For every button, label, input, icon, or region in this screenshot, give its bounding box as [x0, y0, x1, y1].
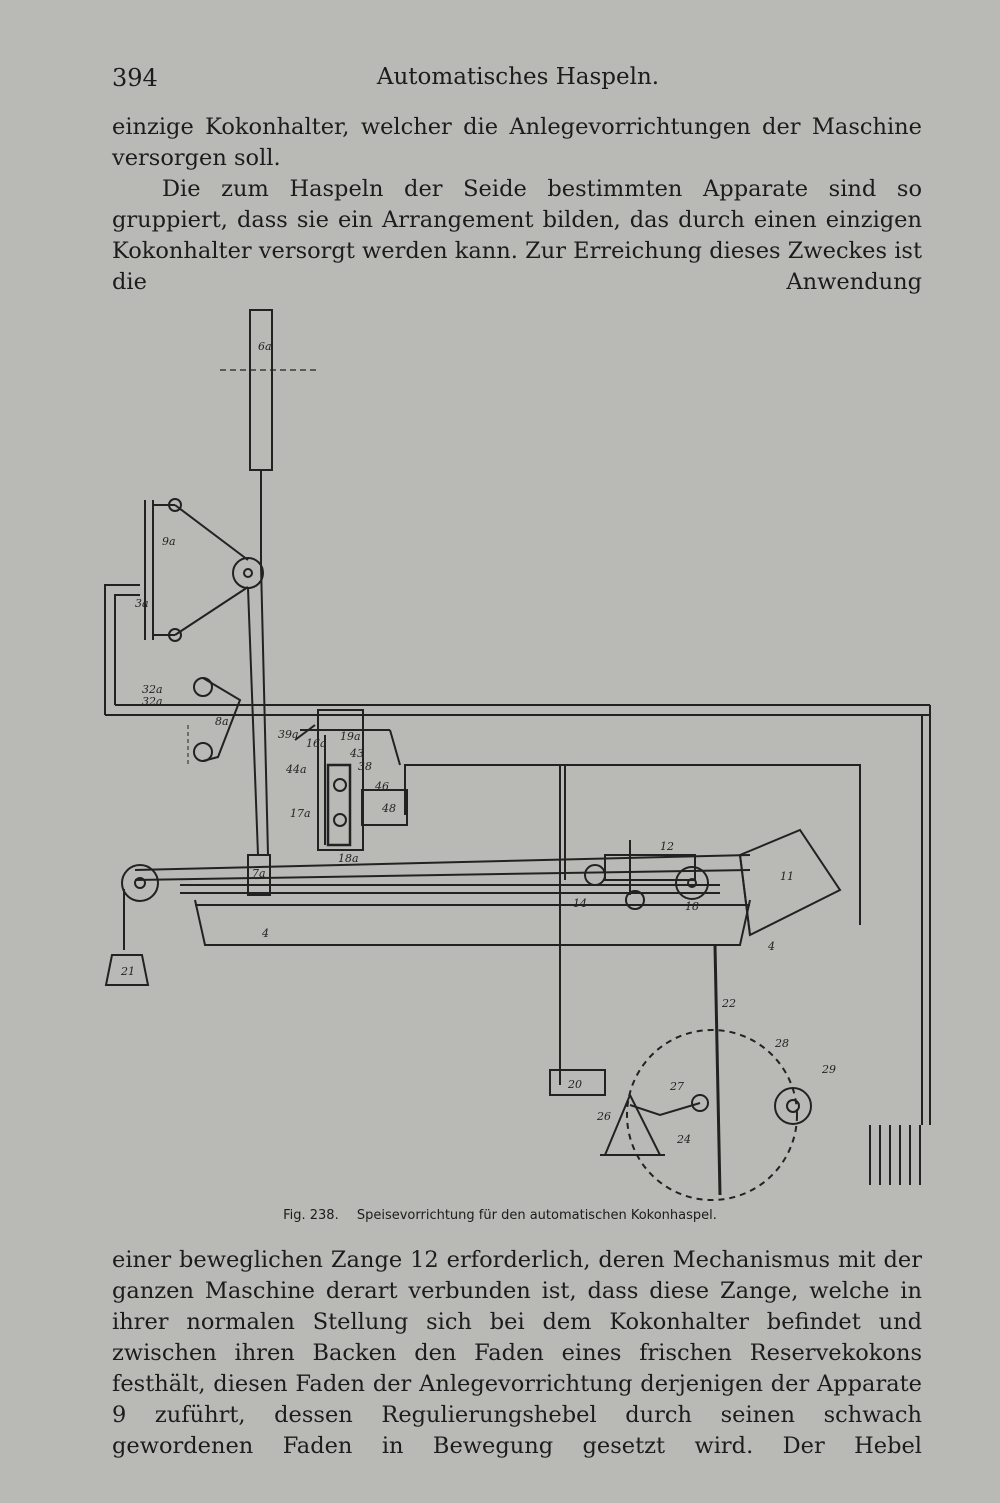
wheel-6a — [249, 309, 273, 471]
fig-label: 29 — [821, 1063, 836, 1076]
fig-label: 28 — [774, 1037, 789, 1050]
fig-label: 8a — [215, 715, 229, 728]
fig-label: 20 — [567, 1078, 582, 1091]
fig-label: 18a — [338, 852, 359, 865]
fig-label: 16a — [306, 737, 327, 750]
fig-label: 38 — [358, 760, 372, 773]
fig-label: 48 — [381, 802, 396, 815]
figure-title: Speisevorrichtung für den automatischen … — [356, 1208, 717, 1223]
paragraph: Die zum Haspeln der Seide bestimmten App… — [112, 176, 922, 295]
page-number: 394 — [112, 64, 158, 92]
fig-label: 26 — [596, 1110, 611, 1123]
paragraph: einzige Kokonhalter, welcher die Anlegev… — [112, 114, 922, 171]
mechanism-drawing: 6a 9a 3a 32a 32a 8a 39a 16a 19a 43 44a 3… — [104, 309, 931, 1201]
fig-label: 43 — [349, 747, 364, 760]
running-title: Automatisches Haspeln. — [376, 64, 660, 90]
fig-label: 9a — [162, 535, 176, 548]
bottom-text-block: einer beweglichen Zange 12 erforderlich,… — [112, 1245, 922, 1462]
fig-label: 32a — [142, 695, 163, 708]
fig-label: 4 — [261, 927, 269, 940]
figure-caption: Fig. 238. Speisevorrichtung für den auto… — [0, 1208, 1000, 1223]
fig-label: 11 — [780, 870, 794, 883]
fig-label: 4 — [767, 940, 775, 953]
mechanism-figure: 6a 9a 3a 32a 32a 8a 39a 16a 19a 43 44a 3… — [100, 295, 940, 1215]
fig-label: 32a — [142, 683, 163, 696]
fig-label: 7a — [252, 867, 266, 880]
page-header: 394 Automatisches Haspeln. — [112, 64, 924, 104]
fig-label: 44a — [285, 763, 307, 776]
fig-label: 24 — [676, 1133, 691, 1146]
paragraph: einer beweglichen Zange 12 erforderlich,… — [112, 1247, 922, 1459]
fig-label: 39a — [278, 728, 299, 741]
fig-label: 21 — [120, 965, 135, 978]
fig-label: 22 — [721, 997, 736, 1010]
fig-label: 14 — [573, 897, 587, 910]
fig-label: 46 — [374, 780, 389, 793]
fig-label: 3a — [135, 597, 149, 610]
fig-label: 27 — [669, 1080, 684, 1093]
fig-label: 17a — [290, 807, 311, 820]
fig-label: 19a — [340, 730, 361, 743]
top-text-block: einzige Kokonhalter, welcher die Anlegev… — [112, 112, 922, 298]
figure-number: Fig. 238. — [283, 1208, 339, 1223]
fig-label: 12 — [660, 840, 674, 853]
fig-label: 6a — [258, 340, 272, 353]
fig-label: 18 — [685, 900, 699, 913]
